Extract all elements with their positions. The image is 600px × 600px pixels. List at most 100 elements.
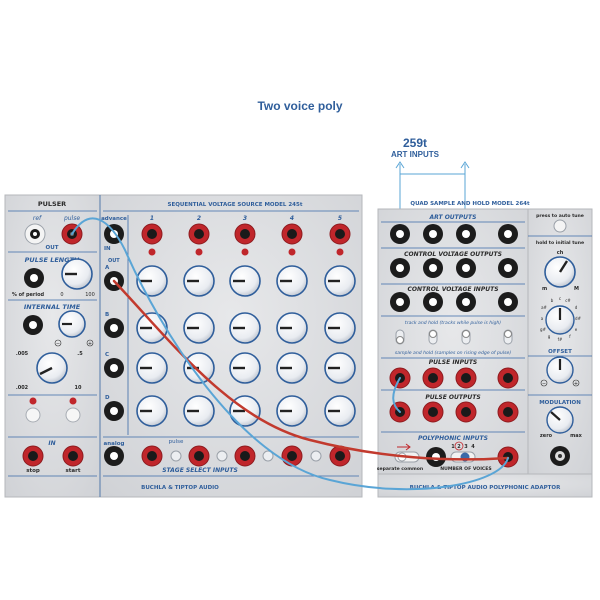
stage-knob-D-1[interactable]	[136, 395, 168, 427]
stage-knob-D-5[interactable]	[324, 395, 356, 427]
pulse-input-jack-3-hole	[461, 373, 471, 383]
pulse-length-zero: 0	[60, 292, 63, 298]
art-output-jack-4[interactable]	[498, 224, 518, 244]
separate-common-label: separate common	[377, 466, 423, 472]
tune-button[interactable]	[553, 219, 567, 233]
cv-output-jack-1[interactable]	[390, 258, 410, 278]
internal-time-mod-knob[interactable]	[58, 310, 86, 338]
art-outputs-label: ART OUTPUTS	[429, 214, 477, 221]
stage-knob-A-2[interactable]	[183, 265, 215, 297]
sh-mode-switch-3[interactable]	[461, 329, 471, 345]
stage-knob-B-5[interactable]	[324, 312, 356, 344]
cv-output-jack-3-hole	[462, 264, 470, 272]
stage-select-switch-1[interactable]	[170, 450, 182, 462]
pulse-stage-select-jack[interactable]	[141, 445, 163, 467]
stop-button[interactable]	[25, 407, 41, 423]
stage-knob-D-2[interactable]	[183, 395, 215, 427]
stage-knob-B-1[interactable]	[136, 312, 168, 344]
offset-knob[interactable]	[546, 356, 574, 384]
poly-input-jack[interactable]	[426, 447, 446, 467]
stage-jack-4-hole	[287, 229, 297, 239]
stage-jack-5[interactable]	[329, 223, 351, 245]
stage-knob-B-3[interactable]	[229, 312, 261, 344]
cv-output-jack-4[interactable]	[498, 258, 518, 278]
cv-input-jack-2[interactable]	[423, 292, 443, 312]
stage-select-jack-2-hole	[240, 451, 250, 461]
cv-output-jack-2[interactable]	[423, 258, 443, 278]
sh-mode-switch-4[interactable]	[503, 329, 513, 345]
stage-jack-4[interactable]	[281, 223, 303, 245]
stage-knob-C-4[interactable]	[276, 352, 308, 384]
stage-knob-A-3[interactable]	[229, 265, 261, 297]
pulse-input-jack-3[interactable]	[455, 367, 477, 389]
cv-output-jack-3[interactable]	[456, 258, 476, 278]
stage-knob-B-4[interactable]	[276, 312, 308, 344]
stage-knob-C-5[interactable]	[324, 352, 356, 384]
pulse-stage-select-jack-hole	[147, 451, 157, 461]
stage-select-switch-2[interactable]	[216, 450, 228, 462]
cv-outputs-label: CONTROL VOLTAGE OUTPUTS	[404, 251, 502, 258]
pulse-input-jack-2[interactable]	[422, 367, 444, 389]
pulse-length-knob[interactable]	[61, 258, 93, 290]
cv-input-jack-3[interactable]	[456, 292, 476, 312]
pulse-output-jack-2-hole	[428, 407, 438, 417]
time-10: 10	[75, 385, 82, 391]
seq-out-label: OUT	[108, 258, 120, 264]
stage-select-jack-4[interactable]	[329, 445, 351, 467]
range-knob[interactable]	[544, 256, 576, 288]
pulse-output-jack-2[interactable]	[422, 401, 444, 423]
stage-jack-1[interactable]	[141, 223, 163, 245]
pulse-length-cv-jack[interactable]	[24, 268, 44, 288]
stage-knob-A-1[interactable]	[136, 265, 168, 297]
cv-input-jack-4[interactable]	[498, 292, 518, 312]
mod-input-jack[interactable]	[550, 446, 570, 466]
cv-input-jack-1[interactable]	[390, 292, 410, 312]
stop-jack[interactable]	[22, 445, 44, 467]
stage-knob-C-3[interactable]	[229, 352, 261, 384]
row-out-jack-B[interactable]	[104, 318, 124, 338]
pulse-input-jack-4[interactable]	[497, 367, 519, 389]
stage-knob-A-4[interactable]	[276, 265, 308, 297]
art-output-jack-3[interactable]	[456, 224, 476, 244]
cv-input-jack-4-hole	[504, 298, 512, 306]
stage-select-jack-3[interactable]	[281, 445, 303, 467]
pulse-output-jack-4[interactable]	[497, 401, 519, 423]
modulation-knob[interactable]	[546, 406, 574, 434]
ref-jack[interactable]	[24, 223, 46, 245]
stage-select-switch-3[interactable]	[262, 450, 274, 462]
scale-knob[interactable]	[545, 305, 575, 335]
voice-number-4: 4	[471, 444, 475, 450]
art-output-jack-1[interactable]	[390, 224, 410, 244]
row-out-jack-D[interactable]	[104, 401, 124, 421]
cv-output-jack-2-hole	[429, 264, 437, 272]
row-label-C: C	[105, 352, 109, 358]
stage-select-switch-4[interactable]	[310, 450, 322, 462]
internal-time-cv-jack[interactable]	[23, 315, 43, 335]
sh-mode-switch-2[interactable]	[428, 329, 438, 345]
pulser-ref-label: ref	[33, 215, 42, 222]
row-out-jack-D-hole	[110, 407, 118, 415]
art-output-jack-1-hole	[396, 230, 404, 238]
start-label: start	[66, 468, 81, 474]
stage-jack-3[interactable]	[234, 223, 256, 245]
art-output-jack-2[interactable]	[423, 224, 443, 244]
svg-text:a#: a#	[541, 305, 547, 310]
start-button[interactable]	[65, 407, 81, 423]
row-out-jack-C[interactable]	[104, 358, 124, 378]
stage-number-4: 4	[290, 215, 294, 222]
stage-knob-A-5[interactable]	[324, 265, 356, 297]
offset-plus-circle	[572, 379, 580, 387]
stage-knob-B-2[interactable]	[183, 312, 215, 344]
stage-select-jack-2[interactable]	[234, 445, 256, 467]
analog-jack[interactable]	[104, 446, 124, 466]
start-jack[interactable]	[62, 445, 84, 467]
pulse-output-jack-3[interactable]	[455, 401, 477, 423]
stage-jack-2[interactable]	[188, 223, 210, 245]
sh-mode-switch-1[interactable]	[395, 329, 405, 345]
poly-arrow-icon	[397, 443, 411, 451]
stage-knob-D-4[interactable]	[276, 395, 308, 427]
stage-select-jack-1[interactable]	[188, 445, 210, 467]
stage-knob-C-1[interactable]	[136, 352, 168, 384]
internal-time-knob[interactable]	[36, 352, 68, 384]
page-title: Two voice poly	[257, 99, 343, 113]
